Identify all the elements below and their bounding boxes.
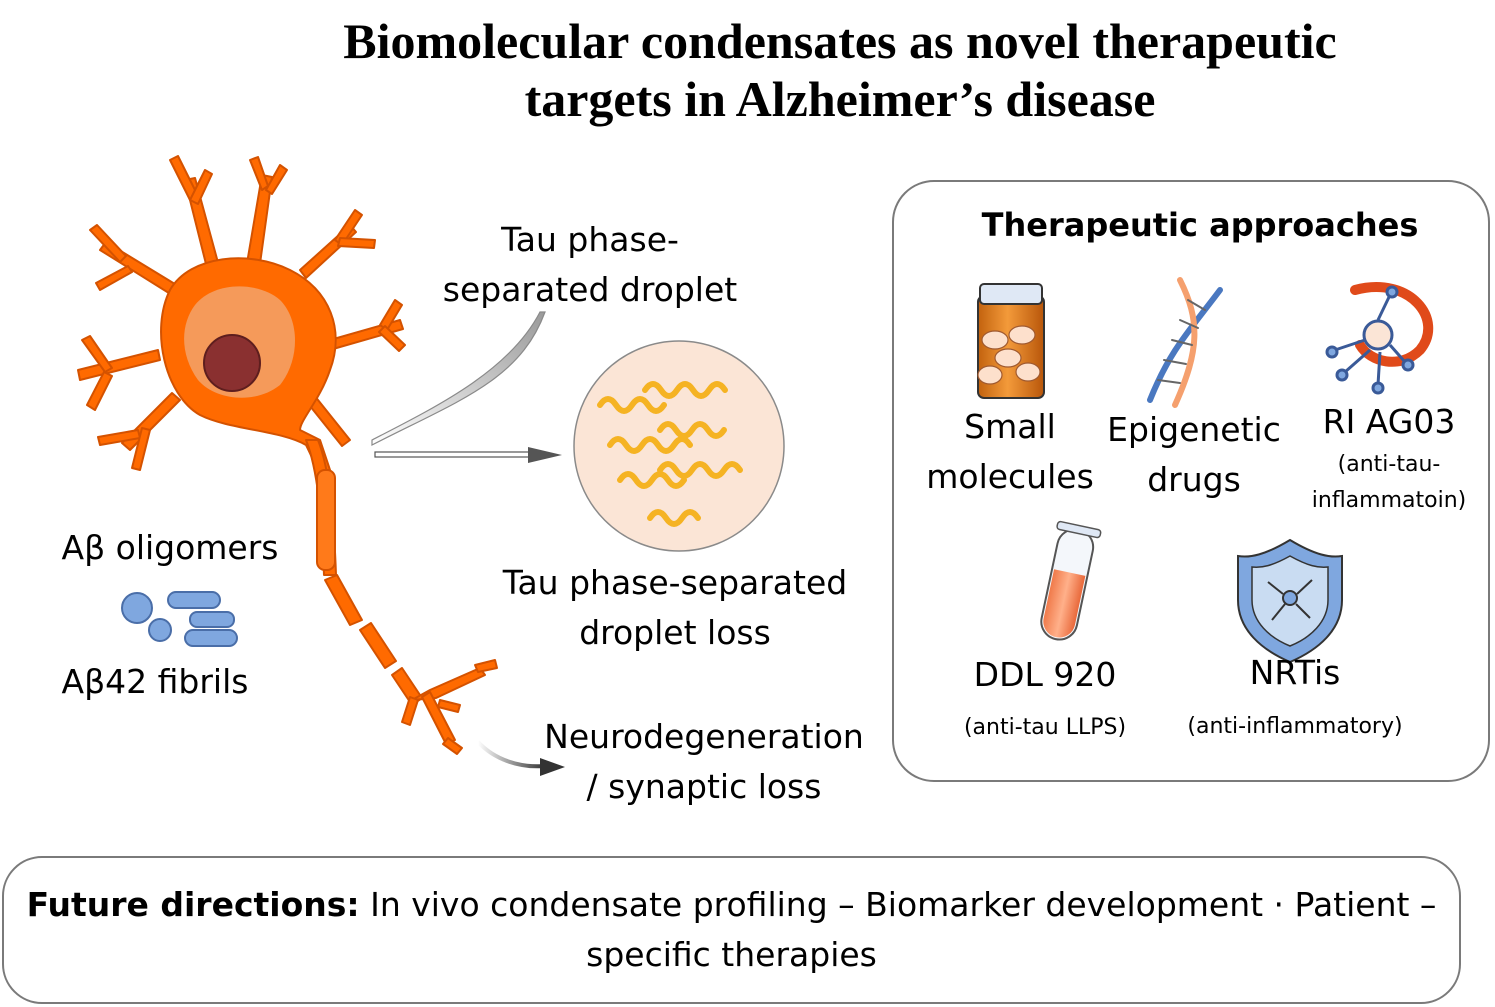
tau-droplet-loss-line-2: droplet loss [579, 613, 771, 652]
approach-label-line-1: Small [964, 407, 1056, 446]
tau-droplet-label: Tau phase- separated droplet [420, 215, 760, 315]
future-directions-label: Future directions: [26, 885, 360, 924]
future-directions-line-2: specific therapies [586, 935, 877, 974]
neurodegeneration-line-1: Neurodegeneration [544, 717, 864, 756]
therapeutic-approaches-panel [892, 180, 1490, 782]
future-directions-box [2, 856, 1461, 1004]
approach-label-line-1: Epigenetic [1107, 410, 1281, 449]
tau-droplet-loss-line-1: Tau phase-separated [502, 563, 848, 602]
diagram-title: Biomolecular condensates as novel therap… [200, 12, 1480, 128]
therapeutic-approaches-title: Therapeutic approaches [981, 206, 1419, 244]
pill-bottle-icon [977, 283, 1045, 399]
neurodegeneration-line-2: / synaptic loss [586, 767, 822, 806]
dna-icon [1147, 277, 1223, 408]
approach-ddl-920: DDL 920 [973, 655, 1117, 694]
abeta-icon [121, 591, 238, 647]
approach-label-line-2: molecules [926, 457, 1094, 496]
arrow-to-neurodegeneration [476, 740, 565, 776]
future-directions-text: Future directions: In vivo condensate pr… [2, 880, 1461, 980]
neuron-icon [77, 155, 498, 755]
approach-ri-ag03: RI AG03 [1322, 402, 1456, 441]
tau-droplet-label-line-1: Tau phase- [501, 220, 679, 259]
future-directions-line-1: Future directions: In vivo condensate pr… [2, 880, 1461, 930]
test-tube-icon [1040, 520, 1102, 641]
tau-droplet-icon [573, 340, 785, 552]
abeta42-fibrils-label: Aβ42 fibrils [61, 662, 249, 701]
approach-label-line-2: drugs [1147, 460, 1241, 499]
abeta-oligomers-label: Aβ oligomers [61, 528, 279, 567]
approach-sub-line-2: inflammatoin) [1311, 488, 1467, 513]
tau-droplet-loss-label: Tau phase-separated droplet loss [480, 558, 870, 658]
approach-nrtis: NRTis [1249, 653, 1341, 692]
approach-nrtis-sub: (anti-inflammatory) [1187, 714, 1403, 739]
callout-curve [371, 311, 546, 446]
title-line-1: Biomolecular condensates as novel therap… [343, 13, 1337, 69]
arrow-to-droplet [374, 447, 562, 463]
approach-ri-ag03-sub: (anti-tau- inflammatoin) [1300, 447, 1478, 519]
approach-ddl-920-sub: (anti-tau LLPS) [963, 715, 1127, 740]
neurodegeneration-label: Neurodegeneration / synaptic loss [520, 712, 888, 812]
tau-droplet-label-line-2: separated droplet [442, 270, 738, 309]
future-directions-text-1: In vivo condensate profiling – Biomarker… [359, 885, 1437, 924]
title-line-2: targets in Alzheimer’s disease [524, 71, 1156, 127]
shield-icon [1237, 538, 1343, 664]
approach-small-molecules: Small molecules [915, 402, 1105, 502]
peptide-icon [1325, 282, 1434, 395]
approach-epigenetic-drugs: Epigenetic drugs [1100, 405, 1288, 505]
approach-sub-line-1: (anti-tau- [1337, 452, 1441, 477]
